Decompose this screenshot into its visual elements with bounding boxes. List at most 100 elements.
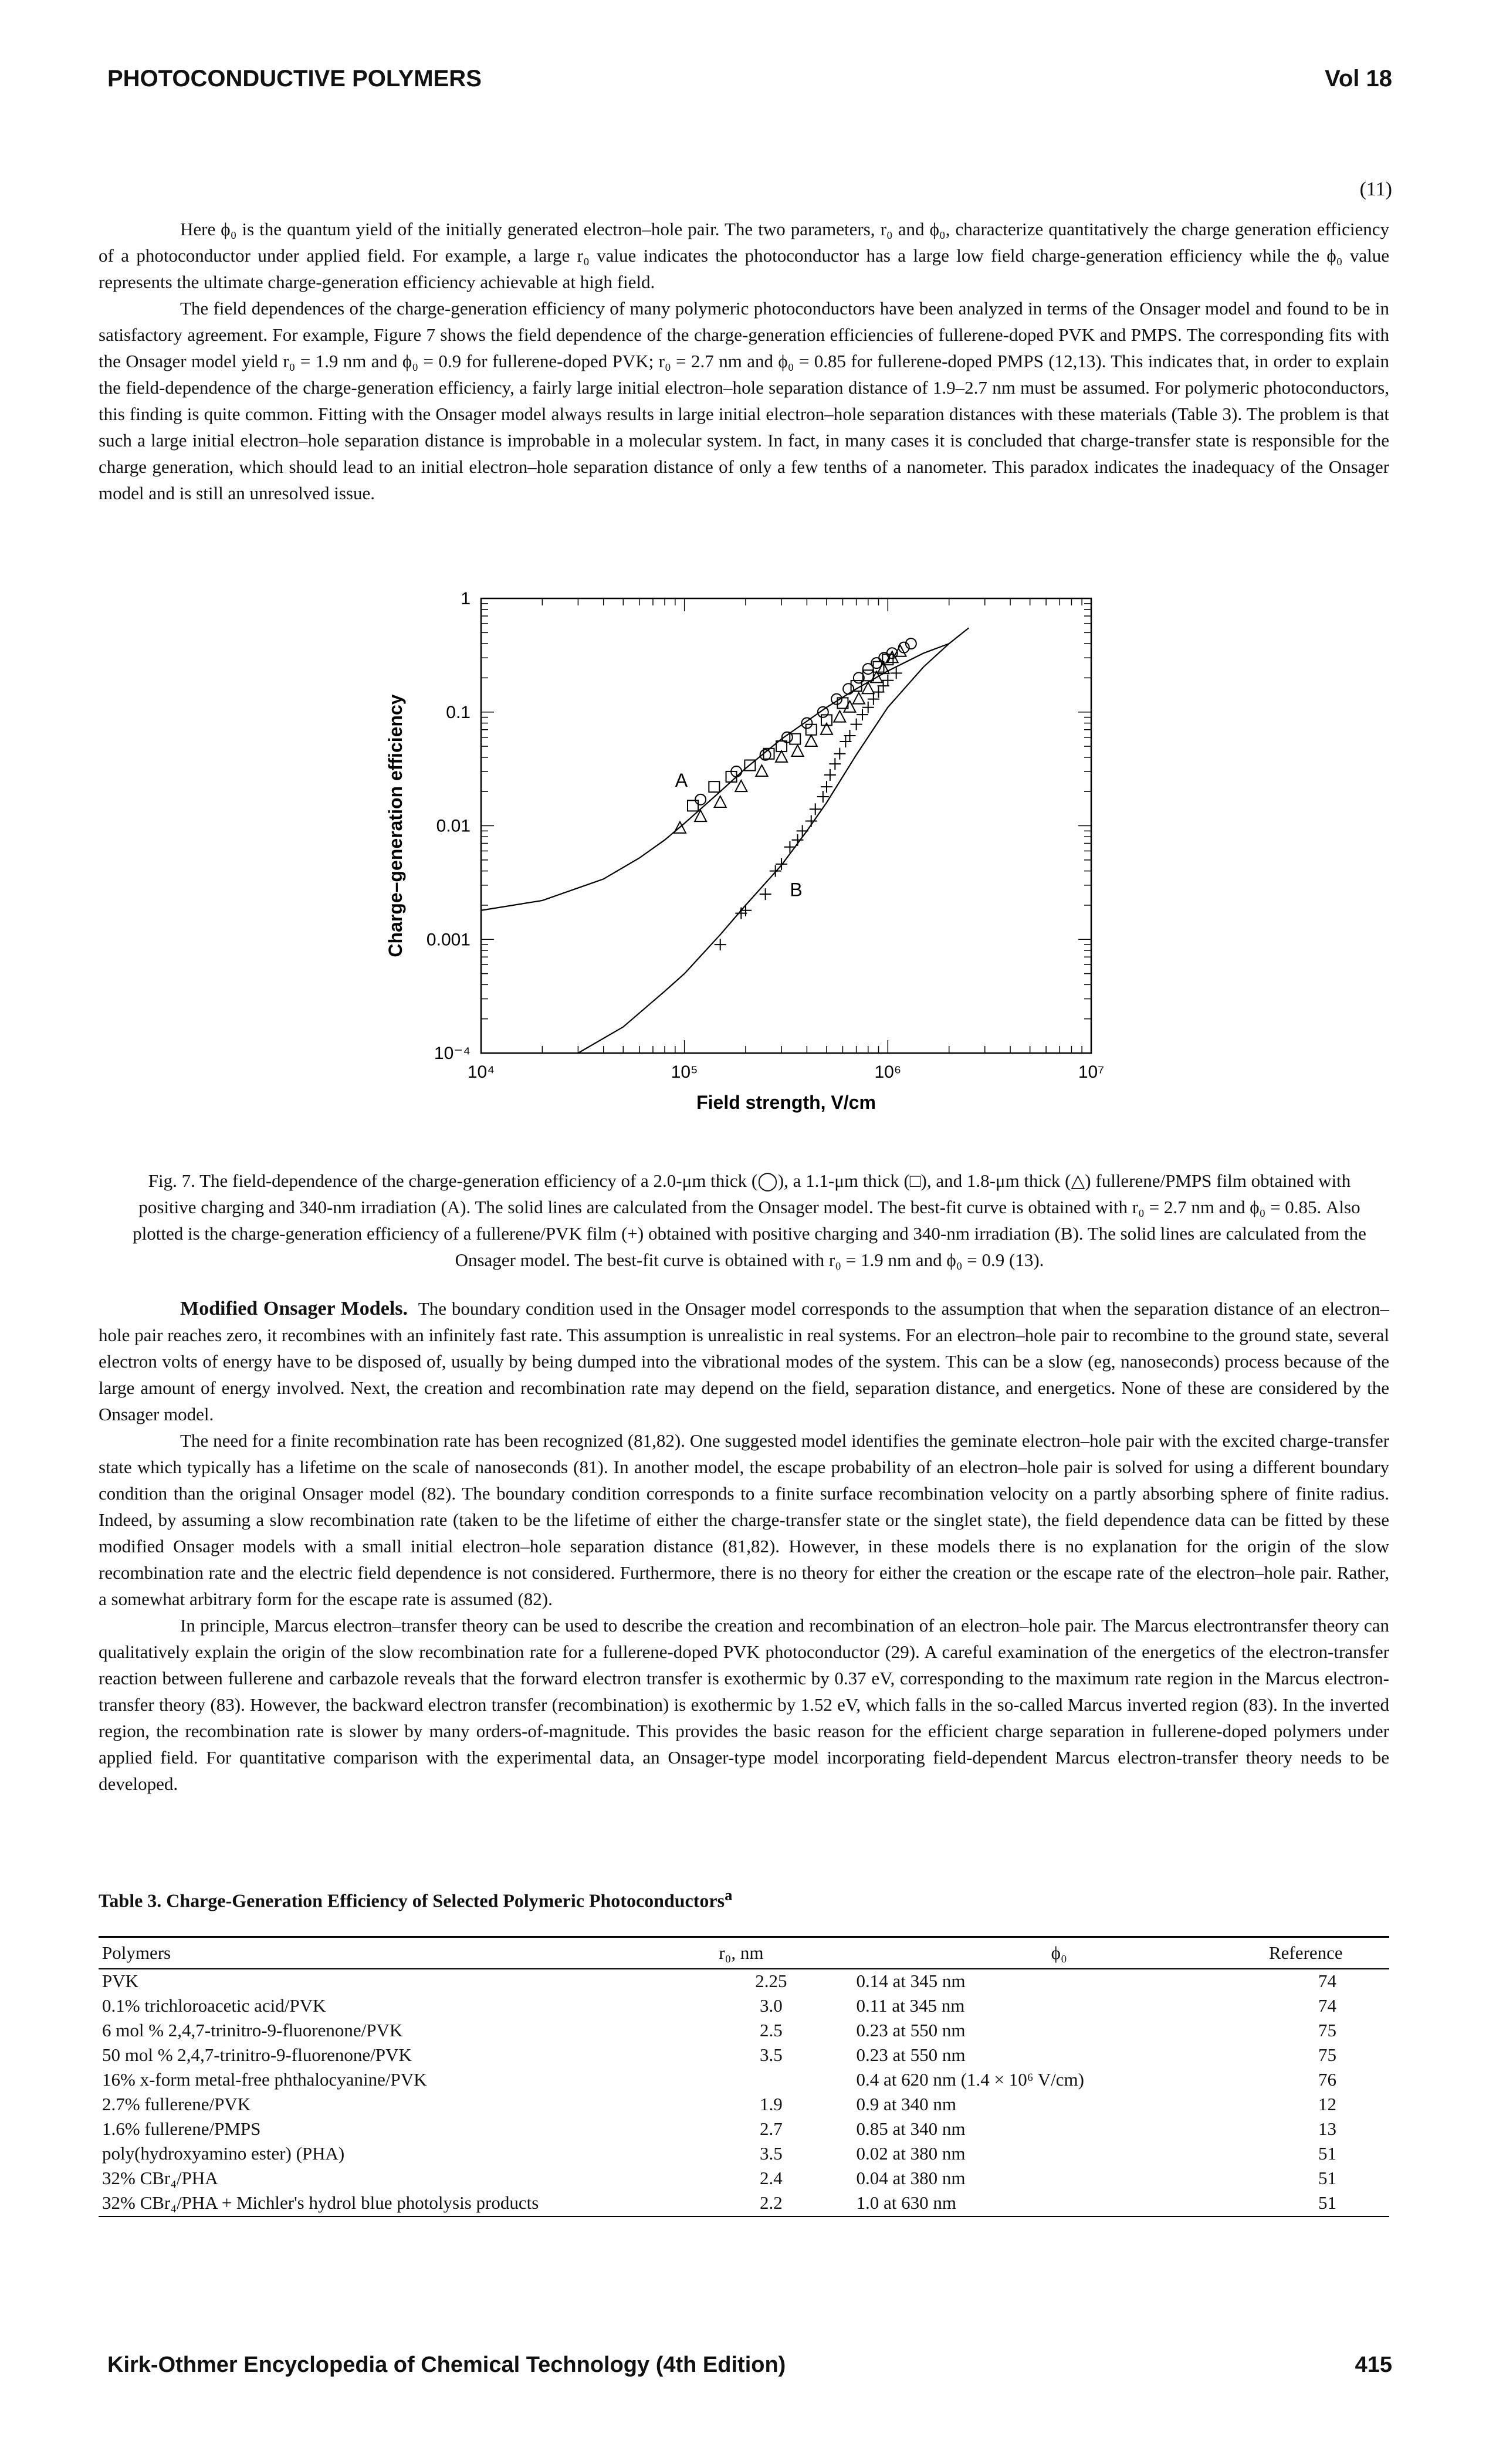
cell-phi0: 1.0 at 630 nm (827, 2191, 1265, 2217)
cell-phi0: 0.23 at 550 nm (856, 2020, 966, 2040)
cell-reference: 76 (1318, 2069, 1336, 2090)
cell-reference: 75 (1318, 2045, 1336, 2065)
table-row: 16% x-form metal-free phthalocyanine/PVK… (99, 2068, 1389, 2093)
cell-reference: 51 (1318, 2168, 1336, 2188)
cell-phi0: 0.85 at 340 nm (856, 2118, 966, 2139)
data-point-plus (862, 701, 874, 713)
cell-polymer: 16% x-form metal-free phthalocyanine/PVK (102, 2069, 427, 2090)
table-title-text: Table 3. Charge-Generation Efficiency of… (99, 1890, 725, 1911)
data-point-plus (796, 825, 808, 837)
plot-frame (480, 597, 1092, 1054)
data-point-square (789, 733, 801, 745)
data-point-square (725, 770, 737, 783)
cell-r0: 2.5 (759, 2020, 783, 2040)
table-header-row: Polymers r₀, nm ϕ₀ Reference (99, 1936, 1389, 1969)
x-axis-label: Field strength, V/cm (696, 1092, 876, 1113)
cell-phi0: 0.23 at 550 nm (856, 2045, 966, 2065)
data-point-circle (817, 706, 829, 718)
data-point-plus (824, 769, 836, 781)
cell-polymer: 50 mol % 2,4,7-trinitro-9-fluorenone/PVK (102, 2045, 412, 2065)
data-point-circle (905, 638, 917, 650)
data-point-triangle (876, 661, 891, 675)
data-point-plus (857, 709, 869, 721)
data-point-triangle (893, 644, 908, 657)
data-point-triangle (869, 670, 884, 683)
data-point-square (744, 759, 756, 771)
data-point-square (763, 747, 775, 760)
y-tick-label: 0.001 (427, 930, 471, 949)
cell-reference: 51 (1318, 2143, 1336, 2164)
data-point-circle (695, 793, 707, 805)
paragraph: Here ϕ₀ is the quantum yield of the init… (99, 219, 1389, 292)
cell-r0: 3.0 (759, 1995, 783, 2016)
data-point-plus (872, 686, 885, 698)
intro-text: Here ϕ₀ is the quantum yield of the init… (99, 216, 1389, 506)
data-point-circle (801, 717, 813, 729)
data-point-triangle (832, 709, 847, 723)
cell-reference: 75 (1318, 2020, 1336, 2040)
cell-r0: 2.7 (759, 2118, 783, 2139)
section-modified-onsager: Modified Onsager Models. The boundary co… (99, 1295, 1389, 1797)
cell-phi0: 0.9 at 340 nm (856, 2094, 956, 2114)
data-point-plus (776, 858, 788, 870)
equation-number: (11) (1359, 178, 1392, 200)
cell-r0: 2.2 (715, 2191, 827, 2217)
y-tick-label: 10⁻⁴ (434, 1044, 471, 1063)
cell-polymer: 32% CBr₄/PHA (102, 2168, 218, 2188)
data-point-plus (882, 674, 894, 686)
y-tick-label: 0.01 (436, 817, 471, 836)
header-title: PHOTOCONDUCTIVE POLYMERS (107, 66, 482, 92)
paragraph: The field dependences of the charge-gene… (99, 298, 1389, 503)
paragraph: Modified Onsager Models. The boundary co… (99, 1295, 1389, 1427)
cell-phi0: 0.14 at 345 nm (856, 1971, 966, 1991)
col-polymers: Polymers (99, 1936, 716, 1969)
cell-r0: 1.9 (759, 2094, 783, 2114)
data-point-square (850, 680, 862, 692)
cell-reference: 51 (1265, 2191, 1389, 2217)
header-volume: Vol 18 (1325, 66, 1392, 92)
data-point-triangle (852, 691, 866, 705)
data-point-plus (740, 904, 752, 916)
data-point-triangle (820, 722, 834, 735)
data-point-plus (877, 680, 889, 692)
col-phi0: ϕ₀ (827, 1936, 1265, 1969)
cell-phi0: 0.02 at 380 nm (856, 2143, 966, 2164)
data-point-plus (805, 815, 817, 827)
data-point-plus (809, 803, 821, 815)
data-point-triangle (774, 749, 788, 763)
paragraph-text: The boundary condition used in the Onsag… (99, 1298, 1389, 1424)
cell-polymer: poly(hydroxyamino ester) (PHA) (102, 2143, 345, 2164)
data-point-circle (759, 749, 771, 761)
cell-phi0: 0.11 at 345 nm (856, 1995, 965, 2016)
curve-label-a: A (675, 770, 688, 791)
data-point-plus (867, 693, 879, 705)
cell-reference: 74 (1318, 1995, 1336, 2016)
cell-polymer: 1.6% fullerene/PMPS (102, 2118, 261, 2139)
y-tick-label: 0.1 (446, 703, 471, 722)
data-point-plus (820, 781, 832, 793)
data-point-circle (852, 672, 865, 684)
data-point-plus (784, 841, 796, 853)
section-heading: Modified Onsager Models. (180, 1298, 408, 1319)
data-point-triangle (885, 650, 899, 664)
table-row: 50 mol % 2,4,7-trinitro-9-fluorenone/PVK… (99, 2043, 1389, 2068)
cell-polymer: 32% CBr₄/PHA + Michler's hydrol blue pho… (99, 2191, 716, 2217)
data-point-triangle (754, 763, 769, 777)
data-point-plus (714, 939, 726, 951)
col-reference: Reference (1265, 1936, 1389, 1969)
data-point-plus (890, 667, 902, 679)
data-point-triangle (734, 779, 748, 793)
data-point-plus (791, 834, 804, 846)
data-point-triangle (861, 681, 875, 695)
data-point-square (882, 654, 894, 666)
data-point-triangle (842, 699, 857, 713)
footer-book-title: Kirk-Othmer Encyclopedia of Chemical Tec… (107, 2353, 786, 2377)
data-point-square (708, 781, 720, 793)
